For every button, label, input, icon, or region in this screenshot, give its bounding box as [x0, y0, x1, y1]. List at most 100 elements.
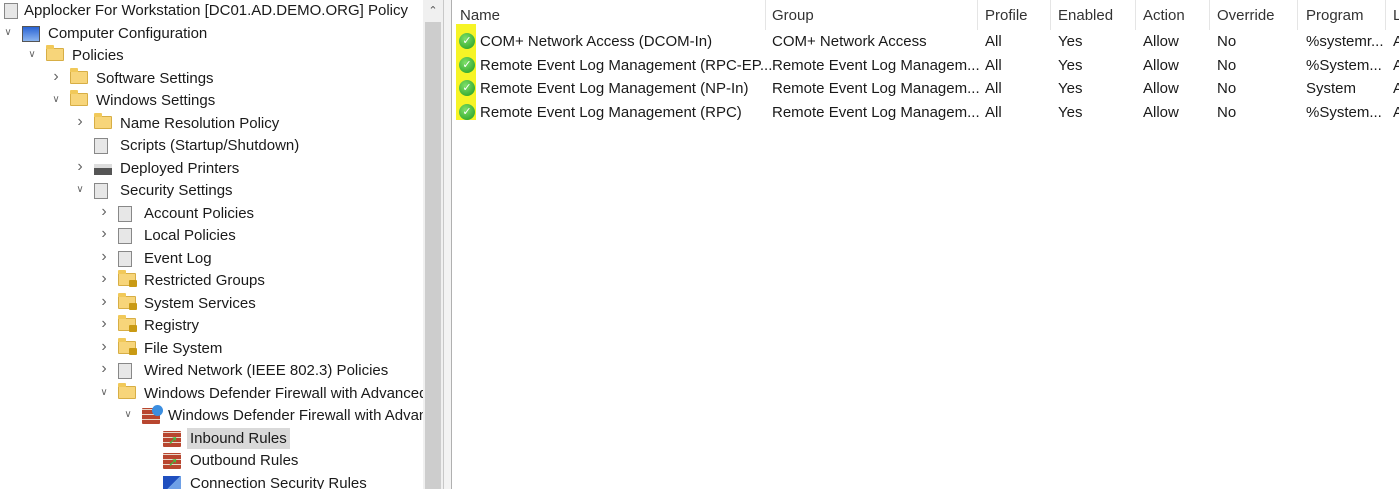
- tree-node[interactable]: › Deployed Printers: [0, 158, 423, 180]
- chevron-right-icon[interactable]: ›: [53, 67, 59, 85]
- tree-node-label[interactable]: Local Policies: [144, 227, 236, 244]
- scrollbar-thumb[interactable]: [425, 22, 441, 489]
- column-divider[interactable]: [1297, 0, 1298, 30]
- tree-node-label[interactable]: Account Policies: [144, 204, 255, 222]
- chevron-right-icon[interactable]: ›: [101, 337, 107, 355]
- chevron-right-icon[interactable]: ›: [77, 157, 83, 175]
- column-header-action[interactable]: Action: [1143, 7, 1185, 24]
- column-divider[interactable]: [977, 0, 978, 30]
- chevron-right-icon[interactable]: ›: [77, 112, 83, 130]
- chevron-down-icon[interactable]: ∨: [76, 184, 84, 195]
- tree-node[interactable]: Scripts (Startup/Shutdown): [0, 135, 423, 157]
- tree-node[interactable]: › Wired Network (IEEE 802.3) Policies: [0, 360, 423, 382]
- tree-node-label[interactable]: Inbound Rules: [187, 427, 290, 449]
- cell-l: A: [1393, 56, 1399, 74]
- pane-splitter[interactable]: [443, 0, 452, 489]
- policy-scroll-icon: [4, 3, 18, 19]
- folder-icon: [70, 67, 88, 84]
- chevron-down-icon[interactable]: ∨: [4, 26, 12, 38]
- tree-node[interactable]: ∨ Windows Defender Firewall with Advanc: [0, 405, 423, 427]
- column-header-profile[interactable]: Profile: [985, 7, 1028, 24]
- folder-icon: [46, 45, 64, 61]
- cell-profile: All: [985, 80, 1002, 98]
- column-divider[interactable]: [1135, 0, 1136, 30]
- column-header-name[interactable]: Name: [460, 7, 501, 24]
- tree-node[interactable]: ∨ Computer Configuration: [0, 23, 423, 45]
- column-header-group[interactable]: Group: [772, 7, 814, 24]
- table-row[interactable]: ✓Remote Event Log Management (RPC)Remote…: [452, 101, 1399, 125]
- column-header-program[interactable]: Program: [1306, 7, 1364, 24]
- cell-override: No: [1217, 56, 1237, 74]
- chevron-down-icon[interactable]: ∨: [124, 409, 132, 420]
- chevron-right-icon[interactable]: ›: [101, 247, 107, 265]
- tree-node-label[interactable]: Policies: [72, 47, 124, 64]
- tree-node[interactable]: › File System: [0, 337, 423, 360]
- table-row[interactable]: ✓COM+ Network Access (DCOM-In)COM+ Netwo…: [452, 30, 1399, 54]
- tree-node-label[interactable]: Deployed Printers: [120, 159, 240, 177]
- tree-node[interactable]: ∨ Windows Defender Firewall with Advanced: [0, 382, 423, 405]
- cell-enabled: Yes: [1058, 56, 1083, 74]
- tree-node-label[interactable]: Registry: [144, 317, 200, 334]
- connection-security-icon: [163, 475, 181, 489]
- tree-node[interactable]: › System Services: [0, 292, 423, 315]
- tree-node-label[interactable]: Software Settings: [96, 69, 214, 87]
- locked-folder-icon: [118, 292, 137, 310]
- tree-scrollbar[interactable]: ⌃: [423, 0, 443, 489]
- tree-node[interactable]: › Event Log: [0, 248, 423, 270]
- policy-doc-icon: [118, 228, 132, 244]
- table-row[interactable]: ✓Remote Event Log Management (NP-In)Remo…: [452, 77, 1399, 101]
- tree-node[interactable]: › Name Resolution Policy: [0, 112, 423, 135]
- tree-node-label[interactable]: Event Log: [144, 249, 212, 267]
- column-header-override[interactable]: Override: [1217, 7, 1275, 24]
- tree-node-label[interactable]: Restricted Groups: [144, 272, 265, 289]
- tree-node[interactable]: Applocker For Workstation [DC01.AD.DEMO.…: [0, 0, 423, 22]
- tree-node[interactable]: ∨ Windows Settings: [0, 90, 423, 112]
- tree-node[interactable]: ∨ Policies: [0, 45, 423, 67]
- column-header-l[interactable]: L: [1393, 7, 1399, 24]
- chevron-right-icon[interactable]: ›: [101, 225, 107, 242]
- cell-override: No: [1217, 104, 1237, 122]
- tree-node[interactable]: ∨ Security Settings: [0, 180, 423, 202]
- tree-node[interactable]: › Registry: [0, 315, 423, 337]
- tree-node-label[interactable]: Computer Configuration: [48, 24, 208, 42]
- cell-enabled: Yes: [1058, 33, 1083, 50]
- chevron-right-icon[interactable]: ›: [101, 202, 107, 220]
- policy-doc-icon: [118, 205, 132, 222]
- tree-node-label[interactable]: Applocker For Workstation [DC01.AD.DEMO.…: [24, 2, 408, 19]
- cell-name: Remote Event Log Management (RPC): [480, 104, 742, 122]
- chevron-down-icon[interactable]: ∨: [52, 94, 60, 105]
- tree-node[interactable]: ➚Outbound Rules: [0, 450, 423, 472]
- tree-node-label[interactable]: Outbound Rules: [190, 452, 299, 469]
- chevron-down-icon[interactable]: ∨: [28, 49, 36, 60]
- tree-node[interactable]: › Account Policies: [0, 203, 423, 225]
- chevron-right-icon[interactable]: ›: [101, 360, 107, 377]
- tree-node[interactable]: › Local Policies: [0, 225, 423, 247]
- table-row[interactable]: ✓Remote Event Log Management (RPC-EP...R…: [452, 54, 1399, 78]
- tree-node-label[interactable]: Windows Defender Firewall with Advanc: [168, 407, 423, 424]
- column-header-enabled[interactable]: Enabled: [1058, 7, 1114, 24]
- column-divider[interactable]: [1050, 0, 1051, 30]
- tree-node[interactable]: › Restricted Groups: [0, 270, 423, 292]
- tree-node-label[interactable]: File System: [144, 339, 223, 357]
- chevron-right-icon[interactable]: ›: [101, 315, 107, 332]
- tree-node-label[interactable]: Connection Security Rules: [190, 474, 367, 489]
- tree-node-label[interactable]: Wired Network (IEEE 802.3) Policies: [144, 362, 389, 379]
- tree-node[interactable]: Connection Security Rules: [0, 473, 423, 489]
- chevron-right-icon[interactable]: ›: [101, 270, 107, 287]
- chevron-down-icon[interactable]: ∨: [100, 386, 108, 398]
- column-divider[interactable]: [1385, 0, 1386, 30]
- tree-node-label[interactable]: Name Resolution Policy: [120, 114, 280, 132]
- tree-node-label[interactable]: Scripts (Startup/Shutdown): [120, 137, 300, 154]
- script-icon: [94, 138, 108, 154]
- tree-node[interactable]: › Software Settings: [0, 67, 423, 90]
- cell-enabled: Yes: [1058, 104, 1083, 122]
- column-divider[interactable]: [765, 0, 766, 30]
- tree-node-label[interactable]: System Services: [144, 294, 256, 312]
- tree-node-label[interactable]: Windows Defender Firewall with Advanced: [144, 384, 423, 402]
- tree-node[interactable]: ➚Inbound Rules: [0, 427, 423, 450]
- chevron-right-icon[interactable]: ›: [101, 292, 107, 310]
- scroll-up-arrow-icon[interactable]: ⌃: [428, 5, 438, 17]
- column-divider[interactable]: [1209, 0, 1210, 30]
- tree-node-label[interactable]: Security Settings: [120, 182, 233, 199]
- tree-node-label[interactable]: Windows Settings: [96, 92, 216, 109]
